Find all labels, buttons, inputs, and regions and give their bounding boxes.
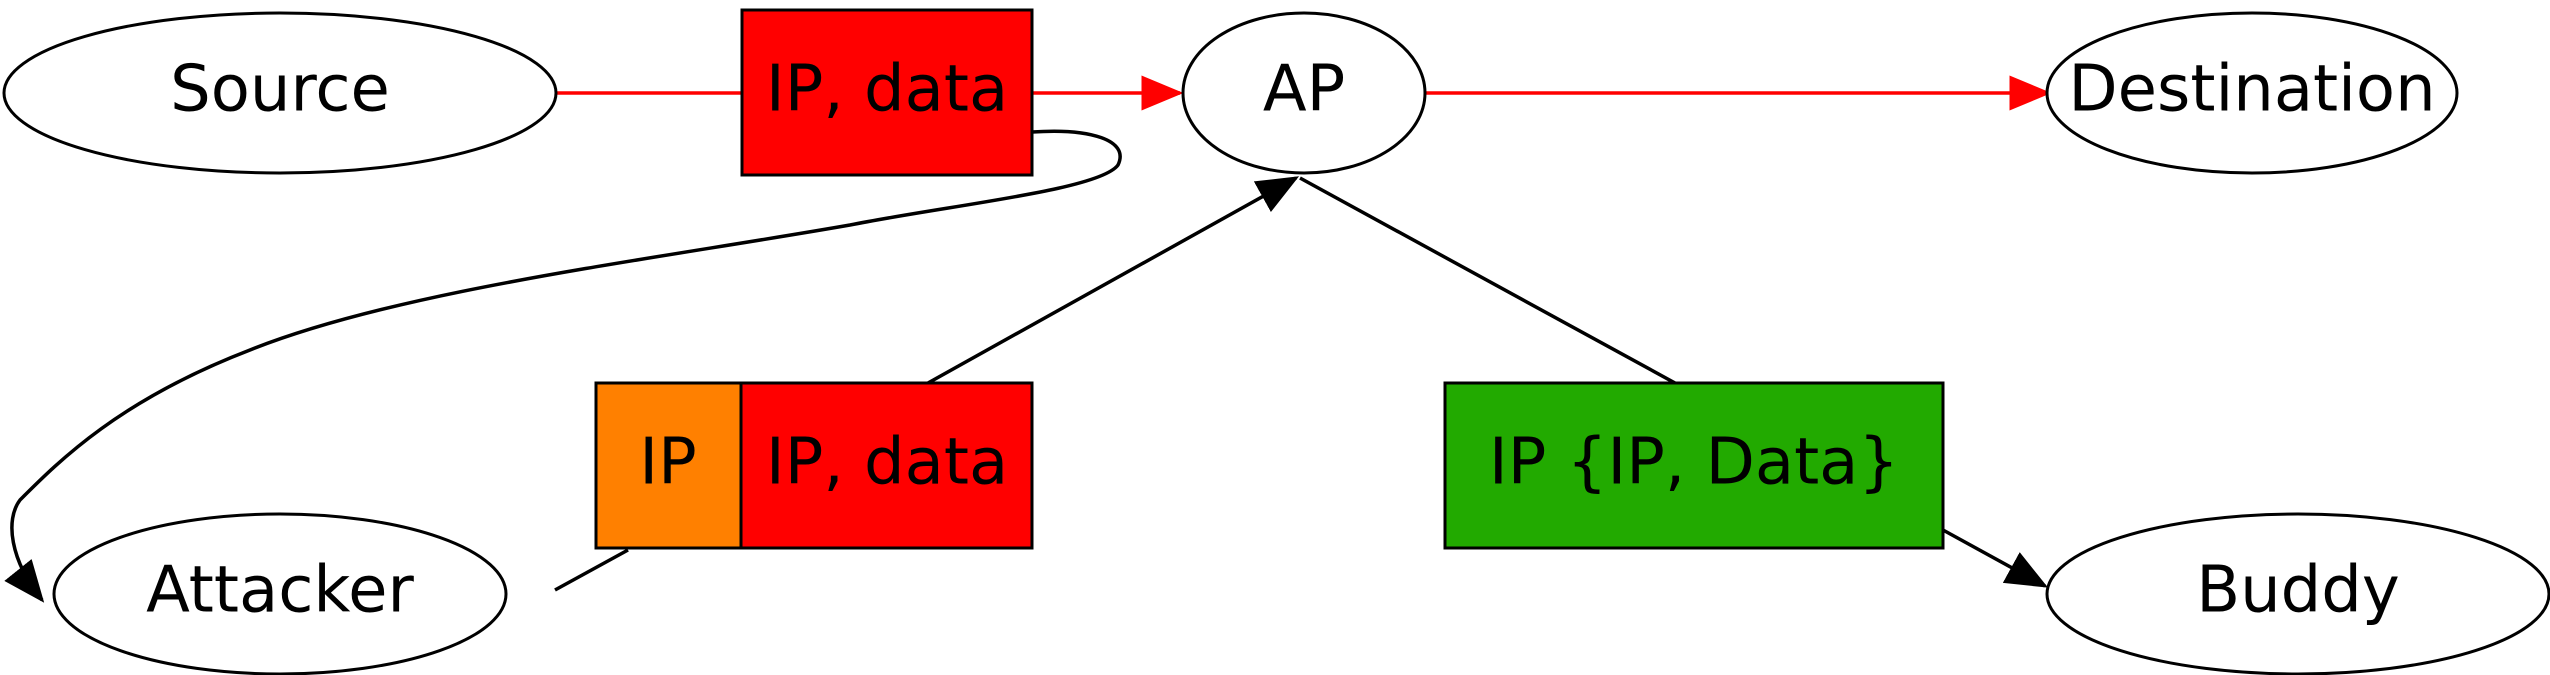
attacker-packet-outer-label: IP	[639, 426, 696, 500]
buddy-node: Buddy	[2045, 512, 2550, 675]
ap-node: AP	[1181, 11, 1427, 175]
edge-buddy-packet-to-buddy	[1942, 528, 2049, 588]
ap-label: AP	[1263, 53, 1345, 127]
attacker-packet: IP IP, data	[594, 381, 1034, 550]
top-packet: IP, data	[740, 8, 1034, 177]
buddy-packet: IP {IP, Data}	[1443, 381, 1945, 550]
attacker-label: Attacker	[146, 554, 414, 628]
top-packet-label: IP, data	[766, 53, 1008, 127]
destination-node: Destination	[2045, 11, 2459, 175]
edge-packet-to-ap-attack	[927, 176, 1300, 385]
attacker-packet-inner-label: IP, data	[766, 426, 1008, 500]
destination-label: Destination	[2068, 53, 2435, 127]
source-node: Source	[2, 11, 558, 175]
buddy-packet-label: IP {IP, Data}	[1489, 426, 1899, 500]
source-label: Source	[170, 53, 390, 127]
attacker-node: Attacker	[52, 512, 508, 675]
edge-packet-to-attacker	[4, 129, 1122, 603]
edge-attacker-to-packet	[554, 548, 629, 592]
buddy-label: Buddy	[2196, 554, 2400, 628]
edge-ap-to-buddy-packet	[1299, 176, 1676, 385]
